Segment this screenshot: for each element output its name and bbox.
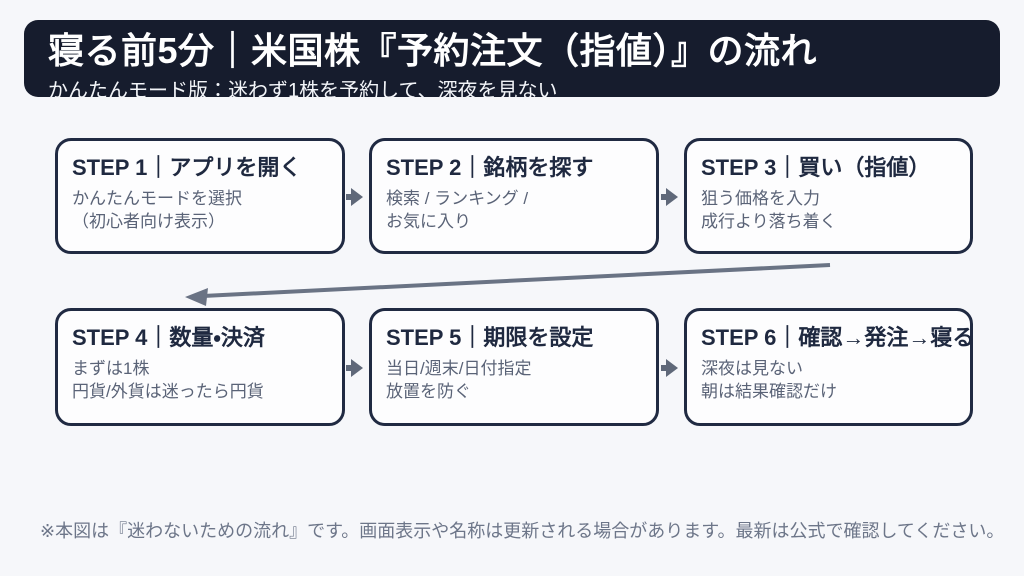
step-6-box: STEP 6｜確認→発注→寝る 深夜は見ない 朝は結果確認だけ <box>684 308 975 426</box>
step-3-title: STEP 3｜買い（指値） <box>701 155 931 180</box>
footer-note: ※本図は『迷わないための流れ』です。画面表示や名称は更新される場合があります。最… <box>40 521 1005 541</box>
step-3-line-1: 狙う価格を入力 <box>701 188 820 208</box>
arrow-right-icon <box>346 187 364 207</box>
step-2-box: STEP 2｜銘柄を探す 検索 / ランキング / お気に入り <box>369 138 659 254</box>
header-banner: 寝る前5分｜米国株『予約注文（指値）』の流れ かんたんモード版：迷わず1株を予約… <box>24 20 1000 97</box>
step-1-line-2: （初心者向け表示） <box>72 211 225 231</box>
step-6-title: STEP 6｜確認→発注→寝る <box>701 325 975 350</box>
step-5-line-2: 放置を防ぐ <box>386 381 471 401</box>
step-5-box: STEP 5｜期限を設定 当日/週末/日付指定 放置を防ぐ <box>369 308 659 426</box>
step-3-line-2: 成行より落ち着く <box>701 211 837 231</box>
step-6-line-2: 朝は結果確認だけ <box>701 381 837 401</box>
step-5-line-1: 当日/週末/日付指定 <box>386 358 532 378</box>
step-4-title: STEP 4｜数量・決済 <box>72 325 265 350</box>
step-1-title: STEP 1｜アプリを開く <box>72 155 302 180</box>
page-title: 寝る前5分｜米国株『予約注文（指値）』の流れ <box>48 30 818 71</box>
page-subtitle: かんたんモード版：迷わず1株を予約して、深夜を見ない <box>48 80 558 97</box>
step-2-line-1: 検索 / ランキング / <box>386 188 529 208</box>
arrow-right-icon <box>661 358 679 378</box>
step-3-box: STEP 3｜買い（指値） 狙う価格を入力 成行より落ち着く <box>684 138 973 254</box>
arrow-right-icon <box>661 187 679 207</box>
step-6-line-1: 深夜は見ない <box>701 358 803 378</box>
step-2-title: STEP 2｜銘柄を探す <box>386 155 594 180</box>
step-1-line-1: かんたんモードを選択 <box>72 188 242 208</box>
step-5-title: STEP 5｜期限を設定 <box>386 325 594 350</box>
step-2-line-2: お気に入り <box>386 211 471 231</box>
step-4-line-2: 円貨/外貨は迷ったら円貨 <box>72 381 264 401</box>
step-1-box: STEP 1｜アプリを開く かんたんモードを選択 （初心者向け表示） <box>55 138 345 254</box>
step-4-box: STEP 4｜数量・決済 まずは1株 円貨/外貨は迷ったら円貨 <box>55 308 345 426</box>
step-4-line-1: まずは1株 <box>72 358 150 378</box>
arrow-right-icon <box>346 358 364 378</box>
